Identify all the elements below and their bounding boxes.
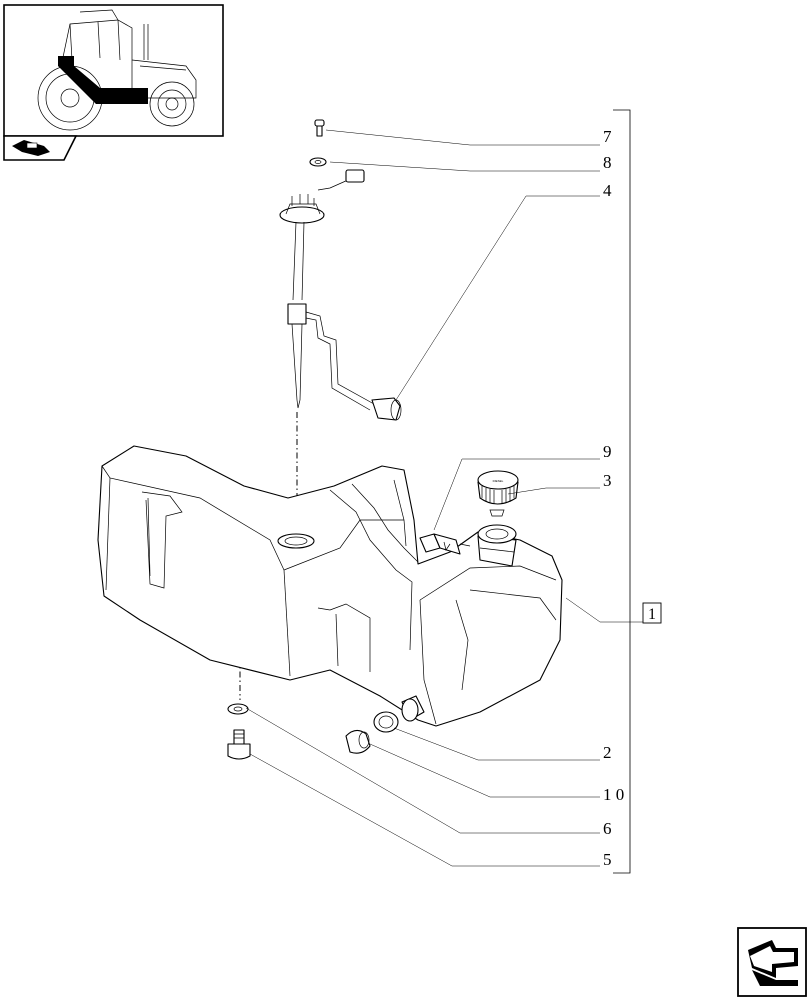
callout-3: 3 <box>603 471 612 490</box>
washer-8 <box>309 157 327 167</box>
callout-2: 2 <box>603 743 612 762</box>
callout-6: 6 <box>603 819 612 838</box>
callout-5: 5 <box>603 850 612 869</box>
washer-6 <box>227 703 249 715</box>
assembly-bracket: 1 <box>565 109 662 874</box>
fuel-tank <box>97 445 563 727</box>
fuel-level-sender-4 <box>279 169 402 421</box>
drain-plug-5 <box>227 729 251 760</box>
next-page-arrow-icon[interactable] <box>737 927 807 997</box>
cap-stamp-label: DIESEL <box>493 479 504 483</box>
callout-8: 8 <box>603 153 612 172</box>
callout-4: 4 <box>603 181 612 200</box>
callout-10: 1 0 <box>603 785 624 804</box>
screw-7 <box>314 119 325 137</box>
tractor-thumbnail-icon <box>3 4 224 137</box>
plug-cap-10 <box>345 729 371 754</box>
callout-7: 7 <box>603 127 612 146</box>
fuel-tank-section-icon[interactable] <box>3 135 78 161</box>
leader-lines <box>245 129 600 867</box>
filler-cap-3: DIESEL <box>477 470 519 517</box>
assembly-ref-label: 1 <box>648 606 656 623</box>
breather-valve-9 <box>419 533 471 555</box>
callout-9: 9 <box>603 442 612 461</box>
hose-clamp-2 <box>373 711 399 733</box>
callout-labels: 7 8 4 9 3 2 1 0 6 5 <box>603 127 624 869</box>
